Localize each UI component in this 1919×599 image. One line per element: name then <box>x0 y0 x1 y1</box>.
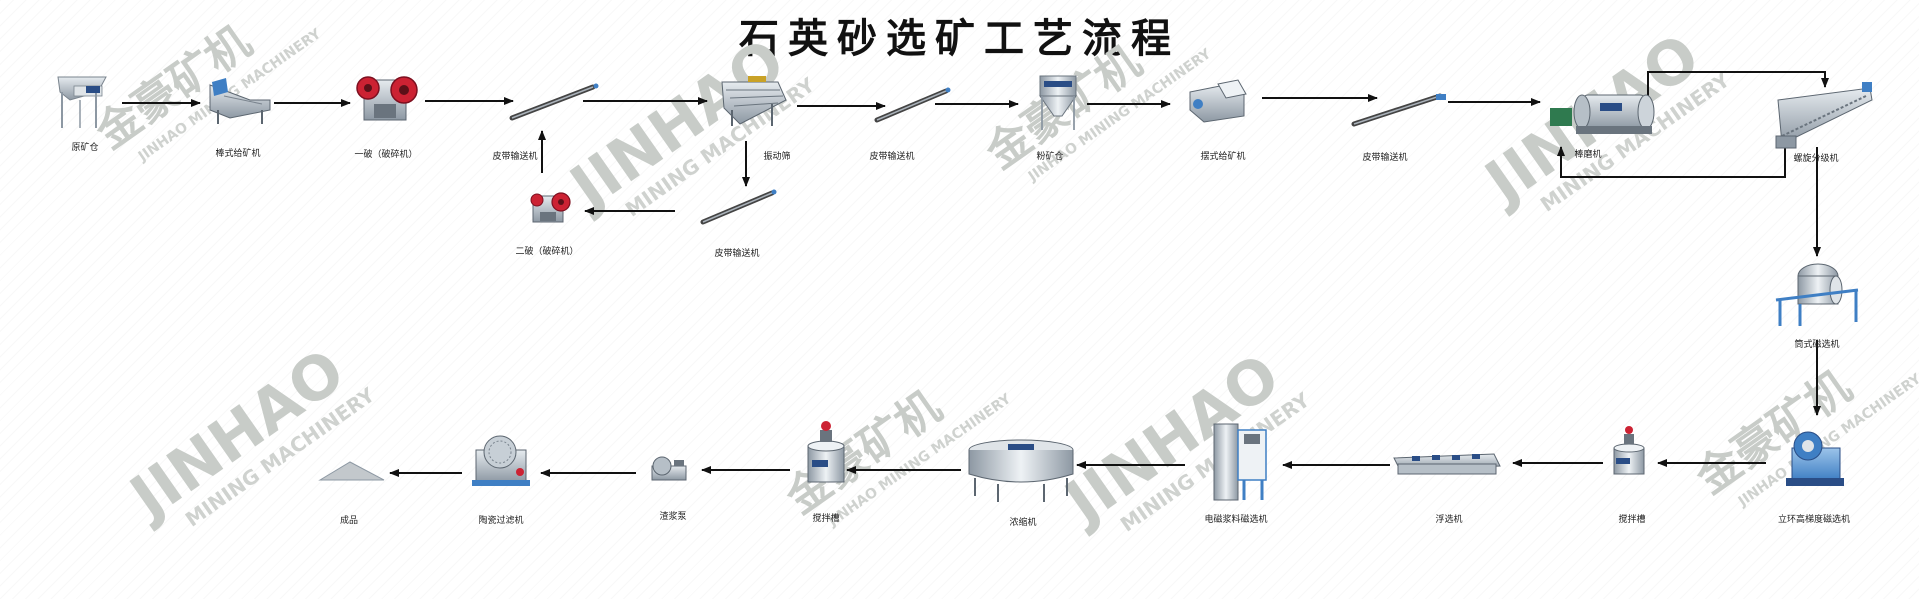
agitation-tank-icon <box>807 421 845 483</box>
node-label: 原矿仓 <box>71 141 98 153</box>
belt-conveyor-icon <box>1351 93 1446 127</box>
node-label: 振动筛 <box>763 150 790 162</box>
node-label: 皮带输送机 <box>492 150 537 162</box>
node-label: 二破（破碎机） <box>515 245 578 257</box>
belt-conveyor-icon <box>874 87 951 123</box>
slurry-pump-icon <box>651 456 687 481</box>
watermark-group: 金豪矿机 JINHAO MINING MACHINERY <box>976 36 1215 185</box>
node-label: 浓缩机 <box>1009 516 1036 528</box>
node-label: 搅拌槽 <box>812 512 839 524</box>
flow-arrow <box>1647 71 1829 103</box>
raw-ore-bin-icon <box>57 76 107 128</box>
page-title: 石英砂选矿工艺流程 <box>739 16 1180 62</box>
node-label: 棒式给矿机 <box>215 147 260 159</box>
jaw-crusher-icon <box>530 192 571 223</box>
watermark-group: 金豪矿机 JINHAO MINING MACHINERY <box>1686 361 1919 510</box>
node-label: 电磁浆料磁选机 <box>1204 513 1267 525</box>
node-label: 筒式磁选机 <box>1794 338 1839 350</box>
jaw-crusher-icon <box>356 76 418 121</box>
node-label: 粉矿仓 <box>1036 150 1063 162</box>
watermark-group: JINHAO MINING MACHINERY <box>555 26 819 225</box>
flow-arrow <box>1557 146 1786 178</box>
pendulum-feeder-icon <box>1189 79 1247 123</box>
thickener-icon <box>968 439 1074 502</box>
vertical-ring-separator-icon <box>1786 431 1844 486</box>
slurry-magnetic-separator-icon <box>1213 423 1267 501</box>
node-label: 棒磨机 <box>1574 148 1601 160</box>
node-label: 渣浆泵 <box>659 510 686 522</box>
node-label: 一破（破碎机） <box>354 148 417 160</box>
watermark-group: JINHAO MINING MACHINERY <box>1050 341 1314 540</box>
grizzly-feeder-icon <box>209 78 271 124</box>
node-label: 陶瓷过滤机 <box>478 514 523 526</box>
node-label: 摆式给矿机 <box>1200 150 1245 162</box>
product-pile-icon <box>318 461 385 481</box>
belt-conveyor-icon <box>509 83 599 121</box>
ceramic-filter-icon <box>472 435 530 486</box>
flow-arrows <box>122 71 1829 477</box>
node-label: 浮选机 <box>1435 513 1462 525</box>
rod-mill-icon <box>1550 94 1655 134</box>
node-label: 皮带输送机 <box>714 247 759 259</box>
node-label: 皮带输送机 <box>1362 151 1407 163</box>
belt-conveyor-icon <box>700 189 777 225</box>
drum-magnetic-separator-icon <box>1775 263 1859 326</box>
node-label: 搅拌槽 <box>1618 513 1645 525</box>
flotation-machine-icon <box>1393 453 1501 475</box>
powder-bin-icon <box>1039 75 1077 130</box>
spiral-classifier-icon <box>1775 82 1873 149</box>
node-label: 立环高梯度磁选机 <box>1778 513 1850 525</box>
vibrating-screen-icon <box>721 76 787 126</box>
node-label: 成品 <box>340 514 358 526</box>
watermark-group: 金豪矿机 JINHAO MINING MACHINERY <box>86 16 325 165</box>
node-label: 皮带输送机 <box>869 150 914 162</box>
agitation-tank-icon <box>1613 426 1645 475</box>
node-labels: 原矿仓 棒式给矿机 一破（破碎机） 皮带输送机 二破（破碎机） 皮带输送机 振动… <box>71 141 1850 528</box>
node-label: 螺旋分级机 <box>1793 152 1838 164</box>
